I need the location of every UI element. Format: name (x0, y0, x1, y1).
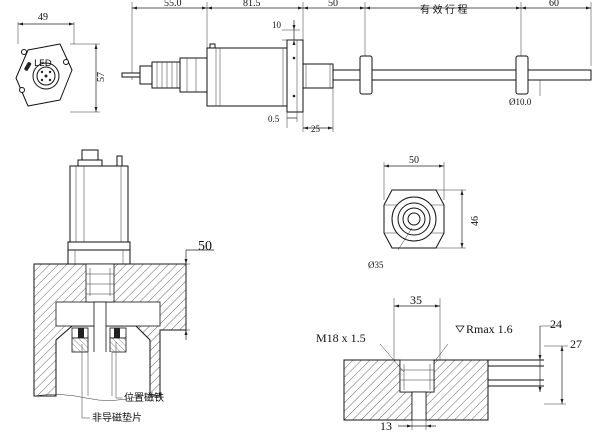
thread-dim-27: 27 (570, 337, 582, 351)
end-view: 50 46 Ø35 (368, 155, 481, 270)
label-position-magnet: 位置磁铁 (124, 391, 164, 404)
end-dim-height: 46 (470, 216, 481, 226)
side-dim-05: 0.5 (268, 114, 280, 124)
side-dim-stroke: 有 效 行 程 (420, 3, 468, 16)
thread-view: 35 M18 x 1.5 Rmax 1.6 24 27 13 (316, 293, 582, 432)
top-view: 49 57 LED (15, 12, 107, 113)
side-dim-cable: 55.0 (164, 0, 182, 9)
side-dim-flange: 50 (328, 0, 338, 9)
side-dim-end: 60 (549, 0, 559, 9)
label-nonmagnetic-spacer: 非导磁垫片 (92, 411, 142, 424)
thread-dim-13: 13 (380, 419, 392, 432)
top-dim-height: 57 (96, 72, 107, 82)
led-icon (24, 62, 32, 71)
side-dim-25: 25 (311, 124, 321, 134)
led-label: LED (34, 59, 52, 69)
thread-dim-24: 24 (550, 317, 562, 331)
roughness-icon (455, 325, 465, 333)
install-view: 50 位置磁铁 非导磁垫片 (33, 149, 214, 424)
side-dim-10: 10 (272, 20, 282, 30)
install-dim-50: 50 (198, 239, 212, 254)
end-dim-dia: Ø35 (368, 260, 384, 270)
thread-spec: M18 x 1.5 (316, 331, 366, 345)
side-dim-body: 81.5 (243, 0, 261, 9)
thread-dim-35: 35 (410, 293, 422, 307)
top-dim-width: 49 (38, 12, 48, 23)
thread-roughness: Rmax 1.6 (466, 322, 513, 336)
end-dim-width: 50 (409, 155, 419, 166)
side-view: 55.0 81.5 50 有 效 行 程 60 (121, 0, 592, 134)
side-dim-rod: Ø10.0 (509, 97, 532, 107)
